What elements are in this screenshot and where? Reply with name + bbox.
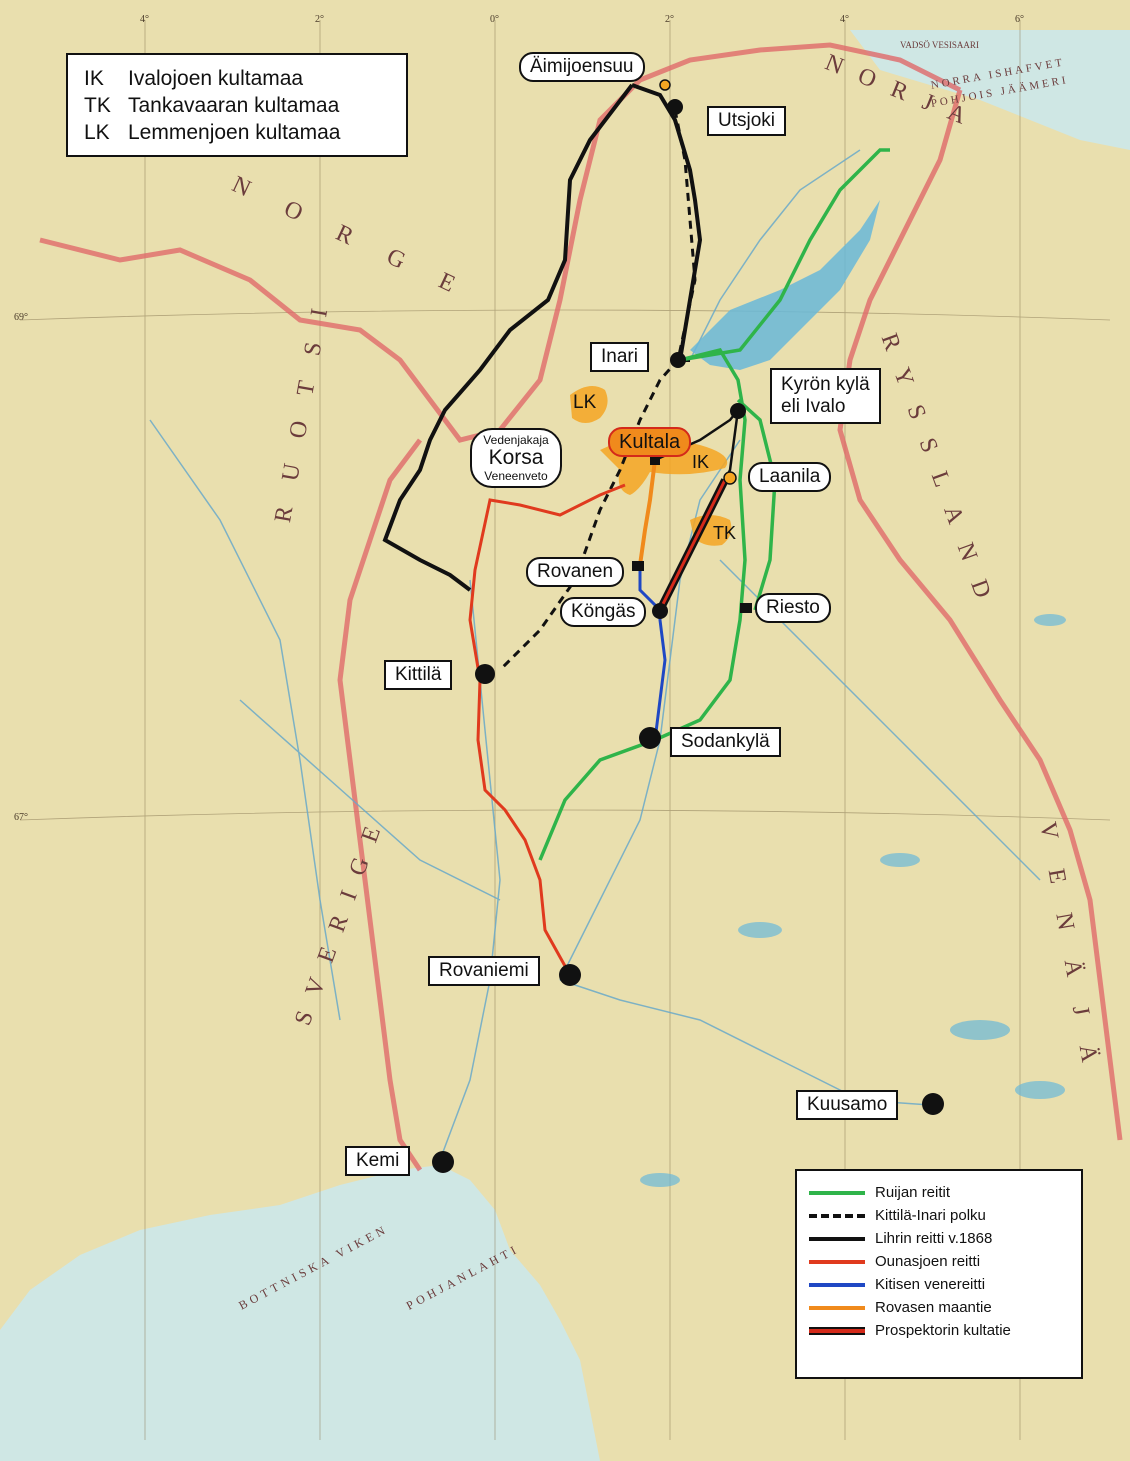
label-utsjoki[interactable]: Utsjoki xyxy=(707,106,787,136)
route-rovanen xyxy=(638,459,657,566)
gulf-of-bothnia xyxy=(0,1165,600,1461)
abbreviation-box: IK Ivalojoen kultamaa TK Tankavaaran kul… xyxy=(66,53,408,157)
legend-swatch xyxy=(809,1213,865,1218)
grid-label-top-2: 0° xyxy=(490,14,499,25)
legend-item: Kittilä-Inari polku xyxy=(809,1204,1069,1227)
abbreviation-row-ik: IK Ivalojoen kultamaa xyxy=(84,65,394,92)
abbreviation-name: Ivalojoen kultamaa xyxy=(128,67,304,90)
grid-label-lat-69: 69° xyxy=(14,312,28,323)
legend-item: Kitisen venereitti xyxy=(809,1273,1069,1296)
lake-inari xyxy=(690,200,880,370)
legend-item: Ounasjoen reitti xyxy=(809,1250,1069,1273)
arctic-sea xyxy=(850,30,1130,150)
laanila-marker xyxy=(723,471,737,485)
legend-swatch xyxy=(809,1259,865,1264)
label-korsa-top: Vedenjakaja xyxy=(483,433,549,447)
grid-label-top-0: 4° xyxy=(140,14,149,25)
label-kyron-kyla[interactable]: Kyrön kylä eli Ivalo xyxy=(770,368,881,424)
place-markers xyxy=(432,99,944,1173)
abbreviation-code: IK xyxy=(84,67,104,90)
national-borders xyxy=(39,42,1123,1172)
label-inari[interactable]: Inari xyxy=(590,342,649,372)
legend-item: Lihrin reitti v.1868 xyxy=(809,1227,1069,1250)
legend-swatch xyxy=(809,1236,865,1241)
grid-label-top-5: 6° xyxy=(1015,14,1024,25)
field-mark-ik: IK xyxy=(692,452,710,472)
label-kyron-line2: eli Ivalo xyxy=(781,396,846,417)
legend-label: Lihrin reitti v.1868 xyxy=(875,1230,993,1247)
legend-swatch xyxy=(809,1326,865,1335)
gold-field-lk xyxy=(570,386,608,423)
label-korsa[interactable]: Vedenjakaja Korsa Veneenveto xyxy=(470,428,562,488)
field-mark-lk: LK xyxy=(573,392,597,413)
aimijoensuu-marker xyxy=(659,79,671,91)
route-kittila-inari xyxy=(498,109,697,672)
label-sodankyla[interactable]: Sodankylä xyxy=(670,727,781,757)
legend-swatch xyxy=(809,1282,865,1287)
map-text-vadso: VADSÖ VESISAARI xyxy=(900,40,979,50)
legend-label: Ruijan reitit xyxy=(875,1184,951,1201)
label-korsa-main: Korsa xyxy=(488,446,544,469)
label-aimijoensuu[interactable]: Äimijoensuu xyxy=(519,52,645,82)
label-kemi[interactable]: Kemi xyxy=(345,1146,411,1176)
label-rovanen[interactable]: Rovanen xyxy=(526,557,625,587)
legend-label: Ounasjoen reitti xyxy=(875,1253,981,1270)
label-kultala[interactable]: Kultala xyxy=(608,427,692,457)
route-lihri xyxy=(382,83,703,592)
route-kitinen xyxy=(638,565,667,741)
label-kittila[interactable]: Kittilä xyxy=(384,660,453,690)
abbreviation-row-lk: LK Lemmenjoen kultamaa xyxy=(84,119,394,146)
abbreviation-name: Lemmenjoen kultamaa xyxy=(128,121,341,144)
legend-swatch xyxy=(809,1305,865,1310)
legend-swatch xyxy=(809,1190,865,1195)
label-kuusamo[interactable]: Kuusamo xyxy=(796,1090,899,1120)
grid-label-lat-67: 67° xyxy=(14,812,28,823)
label-korsa-bottom: Veneenveto xyxy=(484,469,548,483)
grid-label-top-1: 2° xyxy=(315,14,324,25)
label-rovaniemi[interactable]: Rovaniemi xyxy=(428,956,540,986)
legend-label: Kittilä-Inari polku xyxy=(875,1207,986,1224)
abbreviation-code: TK xyxy=(84,94,111,117)
label-laanila[interactable]: Laanila xyxy=(748,462,832,492)
abbreviation-code: LK xyxy=(84,121,110,144)
route-legend: Ruijan reitit Kittilä-Inari polku Lihrin… xyxy=(795,1169,1083,1379)
legend-item: Rovasen maantie xyxy=(809,1296,1069,1319)
legend-label: Kitisen venereitti xyxy=(875,1276,986,1293)
legend-label: Prospektorin kultatie xyxy=(875,1322,1011,1339)
abbreviation-row-tk: TK Tankavaaran kultamaa xyxy=(84,92,394,119)
grid-label-top-4: 4° xyxy=(840,14,849,25)
label-kongas[interactable]: Köngäs xyxy=(560,597,647,627)
legend-item: Ruijan reitit xyxy=(809,1181,1069,1204)
label-riesto[interactable]: Riesto xyxy=(755,593,831,623)
field-mark-tk: TK xyxy=(713,523,737,543)
legend-label: Rovasen maantie xyxy=(875,1299,992,1316)
label-kyron-line1: Kyrön kylä xyxy=(781,374,870,395)
legend-item: Prospektorin kultatie xyxy=(809,1319,1069,1342)
grid-label-top-3: 2° xyxy=(665,14,674,25)
abbreviation-name: Tankavaaran kultamaa xyxy=(128,94,340,117)
route-prospector-inner xyxy=(658,479,727,611)
